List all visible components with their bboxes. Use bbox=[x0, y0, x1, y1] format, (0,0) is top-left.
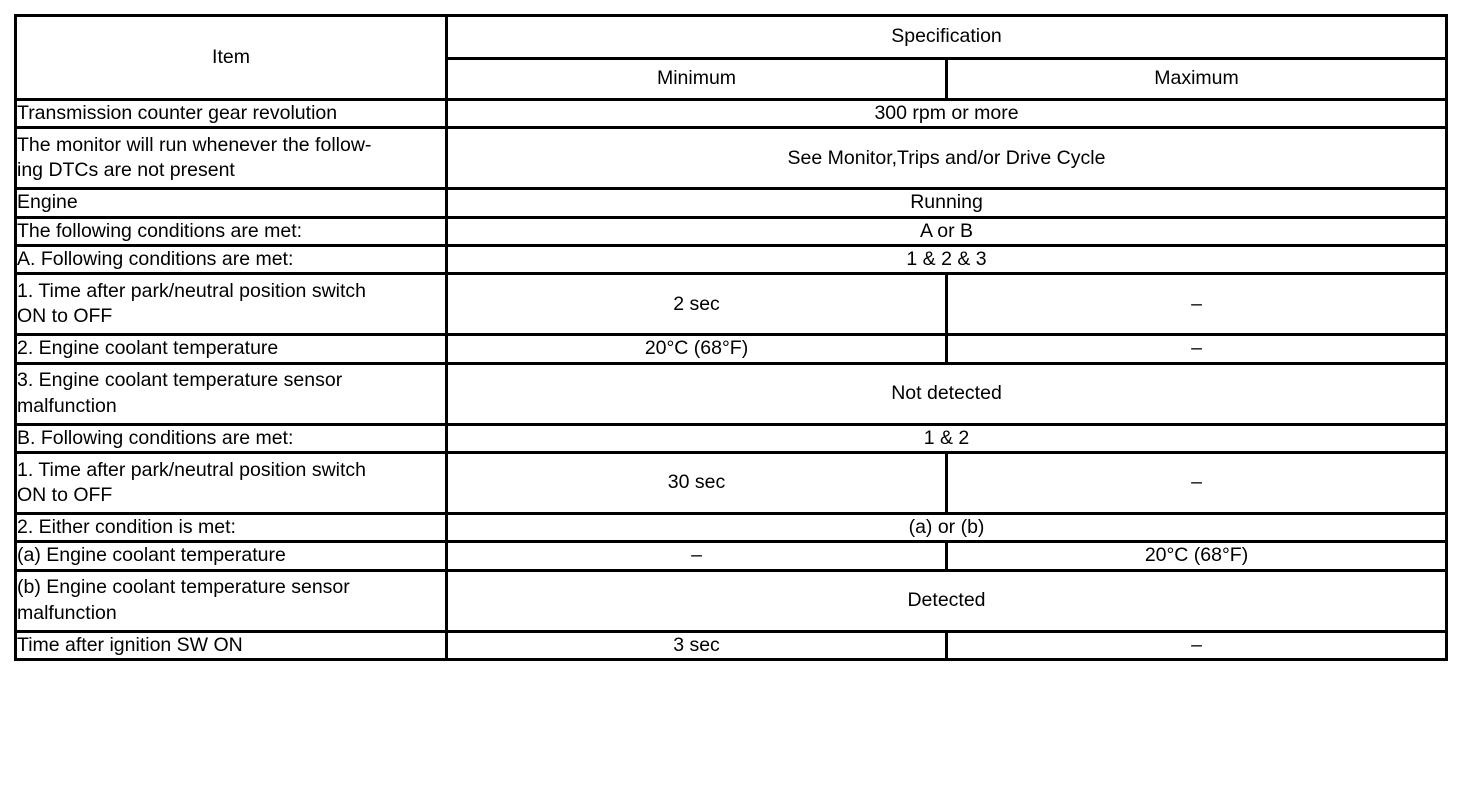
row-spec-value: Running bbox=[444, 187, 1449, 219]
row-item-label: 2. Engine coolant temperature bbox=[14, 333, 448, 365]
table-row: 2. Engine coolant temperature 20°C (68°F)… bbox=[14, 333, 1449, 365]
row-item-label-line1: Transmission counter gear revolution bbox=[17, 102, 338, 124]
row-spec-value: Not detected bbox=[444, 361, 1449, 426]
table-row: 2. Either condition is met: (a) or (b) bbox=[14, 512, 1449, 544]
table-row: The following conditions are met: A or B bbox=[14, 215, 1449, 248]
row-maximum-value: – bbox=[944, 272, 1449, 337]
row-item-label-line1: The monitor will run whenever the follow… bbox=[17, 134, 372, 156]
row-maximum-value: – bbox=[944, 451, 1449, 516]
row-item-label-line1: 1. Time after park/neutral position swit… bbox=[17, 458, 366, 481]
row-item-label: A. Following conditions are met: bbox=[14, 244, 448, 276]
header-row-primary: Item Specification bbox=[14, 14, 1449, 101]
row-minimum-value: 30 sec bbox=[445, 451, 948, 516]
row-spec-value: (a) or (b) bbox=[444, 512, 1449, 544]
header-row-secondary: Minimum Maximum bbox=[16, 57, 1449, 101]
row-item-label-line1: 2. Either condition is met: bbox=[17, 516, 236, 539]
row-spec-value: See Monitor,Trips and/or Drive Cycle bbox=[444, 126, 1449, 191]
row-spec-value: 1 & 2 bbox=[444, 422, 1449, 455]
row-item-label: 1. Time after park/neutral position swit… bbox=[14, 451, 448, 516]
row-minimum-value: 3 sec bbox=[445, 629, 948, 662]
row-item-label: 2. Either condition is met: bbox=[14, 512, 448, 544]
row-minimum-value: 2 sec bbox=[445, 272, 948, 337]
table-row: Time after ignition SW ON 3 sec– bbox=[14, 629, 1449, 662]
row-item-label-line1: A. Following conditions are met: bbox=[17, 248, 294, 271]
row-item-label: 1. Time after park/neutral position swit… bbox=[14, 272, 448, 337]
row-spec-value: Detected bbox=[444, 568, 1449, 633]
table-row: B. Following conditions are met: 1 & 2 bbox=[14, 422, 1449, 455]
row-item-label-line2: malfunction bbox=[17, 601, 117, 624]
row-item-label-line1: B. Following conditions are met: bbox=[17, 426, 294, 449]
row-maximum-value: – bbox=[944, 333, 1449, 365]
row-item-label-line1: 2. Engine coolant temperature bbox=[17, 337, 279, 360]
row-maximum-value: – bbox=[944, 629, 1449, 662]
row-item-label: Engine bbox=[14, 187, 448, 219]
row-item-label-line1: 3. Engine coolant temperature sensor bbox=[17, 369, 343, 392]
table-body: Transmission counter gear revolution 300 … bbox=[14, 97, 1449, 662]
row-item-label-line1: Time after ignition SW ON bbox=[17, 633, 243, 656]
row-item-label: Time after ignition SW ON bbox=[14, 629, 448, 662]
row-item-label-line1: 1. Time after park/neutral position swit… bbox=[17, 280, 366, 303]
row-item-label-line1: The following conditions are met: bbox=[17, 219, 303, 242]
row-spec-value: 300 rpm or more bbox=[444, 97, 1449, 130]
row-minimum-value: 20°C (68°F) bbox=[445, 333, 948, 365]
row-item-label-line1: (b) Engine coolant temperature sensor bbox=[17, 576, 350, 599]
row-item-label-line2: malfunction bbox=[17, 394, 117, 417]
table-row: 1. Time after park/neutral position swit… bbox=[14, 451, 1449, 516]
row-item-label-line2: ON to OFF bbox=[17, 484, 113, 507]
row-item-label: The following conditions are met: bbox=[14, 215, 448, 248]
table-row: The monitor will run whenever the follow… bbox=[14, 126, 1449, 191]
row-spec-value: 1 & 2 & 3 bbox=[444, 244, 1449, 276]
row-maximum-value: 20°C (68°F) bbox=[944, 540, 1449, 572]
row-item-label-line1: Engine bbox=[17, 191, 78, 214]
row-minimum-value: – bbox=[445, 540, 948, 572]
row-spec-value: A or B bbox=[444, 215, 1449, 248]
column-header-maximum: Maximum bbox=[944, 57, 1449, 101]
table-row: A. Following conditions are met: 1 & 2 & … bbox=[14, 244, 1449, 276]
table-row: (a) Engine coolant temperature –20°C (68°… bbox=[14, 540, 1449, 572]
table-header: Item Specification Minimum Maximum bbox=[14, 14, 1449, 101]
row-item-label-line2: ON to OFF bbox=[17, 305, 113, 328]
row-item-label: The monitor will run whenever the follow… bbox=[14, 126, 448, 191]
row-item-label: B. Following conditions are met: bbox=[14, 422, 448, 455]
column-header-minimum: Minimum bbox=[445, 57, 948, 101]
table-row: Transmission counter gear revolution 300 … bbox=[14, 97, 1449, 130]
table-row: Engine Running bbox=[14, 187, 1449, 219]
row-item-label: (a) Engine coolant temperature bbox=[14, 540, 448, 572]
table-row: 1. Time after park/neutral position swit… bbox=[14, 272, 1449, 337]
specification-table: Item Specification Minimum Maximum Trans… bbox=[14, 14, 1449, 662]
row-item-label: Transmission counter gear revolution bbox=[14, 97, 448, 130]
row-item-label-line2: ing DTCs are not present bbox=[17, 159, 235, 182]
column-header-item: Item bbox=[14, 14, 448, 101]
column-header-specification: Specification bbox=[444, 14, 1449, 60]
row-item-label-line1: (a) Engine coolant temperature bbox=[17, 544, 286, 567]
